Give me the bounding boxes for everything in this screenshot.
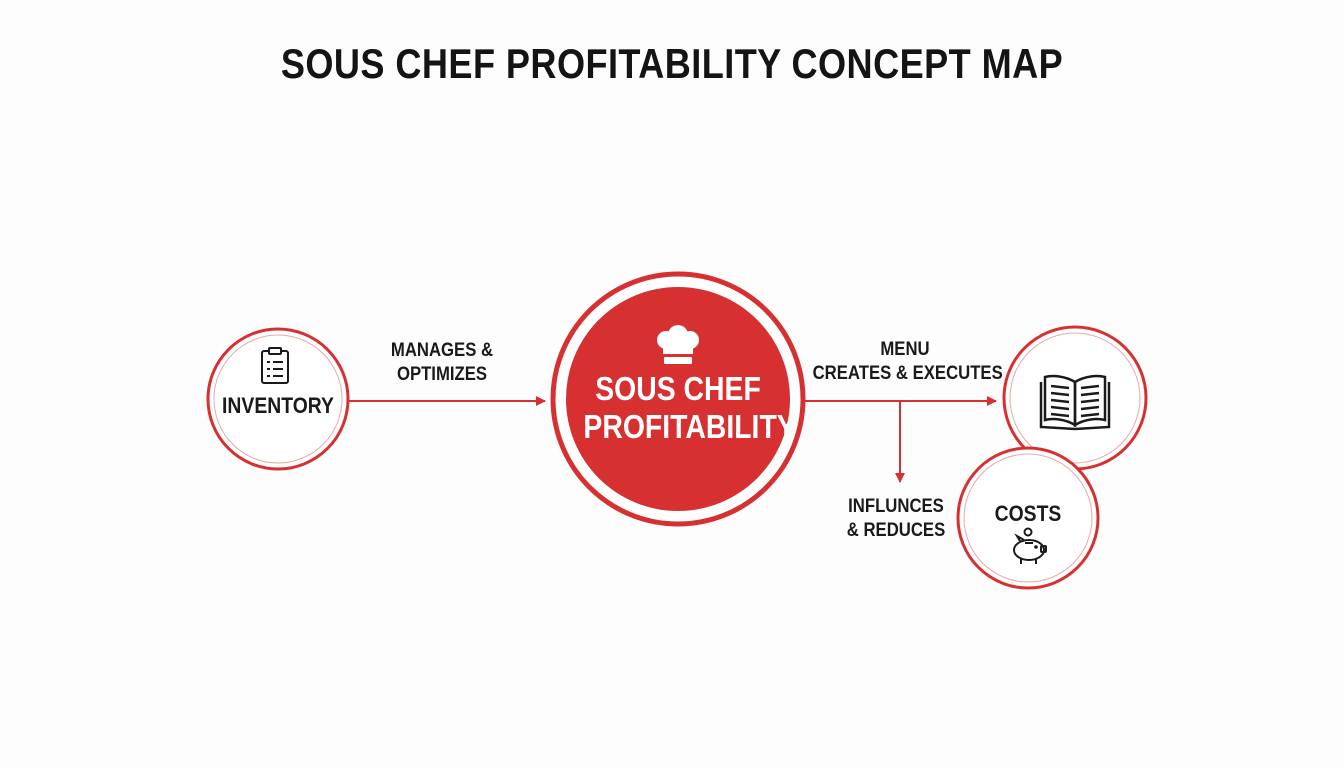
piggy-bank-icon — [1013, 527, 1047, 564]
edge-label-menu-creates-executes: MENU CREATES & EXECUTES — [812, 338, 1003, 386]
edge-label-manages-optimizes: MANAGES & OPTIMIZES — [372, 339, 513, 387]
edge-label-line: OPTIMIZES — [396, 364, 488, 385]
node-sous-chef-profitability — [550, 271, 806, 527]
open-book-icon — [1039, 374, 1111, 431]
node-label-center: SOUS CHEF PROFITABILITY — [583, 370, 796, 446]
edge-label-line: & REDUCES — [846, 520, 946, 541]
center-label-line: PROFITABILITY — [583, 408, 796, 445]
edge-label-line: MENU — [880, 339, 930, 360]
chef-hat-icon — [657, 325, 699, 364]
node-inventory — [206, 327, 350, 471]
edge-label-line: MANAGES & — [390, 340, 494, 361]
edge-label-influnces-reduces: INFLUNCES & REDUCES — [834, 495, 957, 543]
center-label-line: SOUS CHEF — [595, 370, 761, 407]
node-costs — [956, 446, 1100, 590]
edge-label-line: CREATES & EXECUTES — [812, 363, 1003, 384]
edge-label-line: INFLUNCES — [848, 496, 944, 517]
clipboard-icon — [261, 347, 289, 384]
node-label-costs: COSTS — [994, 501, 1062, 526]
page-title: SOUS CHEF PROFITABILITY CONCEPT MAP — [280, 40, 1064, 87]
node-label-inventory: INVENTORY — [222, 393, 334, 418]
